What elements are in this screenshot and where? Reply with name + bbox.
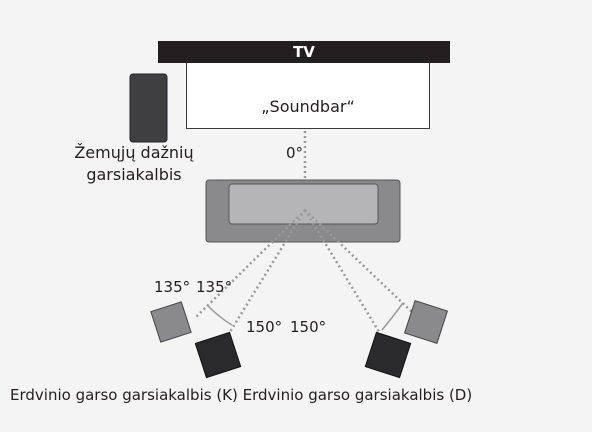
rear-right-front-speaker (403, 299, 449, 345)
soundbar-label: „Soundbar“ (261, 97, 355, 116)
subwoofer-speaker (129, 73, 168, 143)
angle-150-right-label: 150° (290, 318, 327, 336)
rear-left-back-speaker (194, 331, 242, 379)
tv-screen (186, 63, 430, 129)
sofa-seat (228, 183, 379, 225)
tv-label: TV (158, 41, 450, 63)
subwoofer-label-line2: garsiakalbis (86, 165, 182, 184)
angle-lines (195, 209, 413, 346)
angle-150-left-label: 150° (246, 318, 283, 336)
rear-left-front-speaker (150, 301, 192, 343)
caption: Erdvinio garso garsiakalbis (K) Erdvinio… (10, 386, 585, 404)
angle-135-left-label: 135° (154, 278, 191, 296)
caption-right: Erdvinio garso garsiakalbis (D) (242, 386, 473, 404)
angle-0-label: 0° (286, 144, 304, 162)
subwoofer-label-line1: Žemųjų dažnių (74, 143, 194, 162)
rear-right-back-speaker (364, 331, 412, 379)
subwoofer-label: Žemųjų dažnių garsiakalbis (56, 142, 212, 186)
angle-135-right-label: 135° (196, 278, 233, 296)
caption-left: Erdvinio garso garsiakalbis (K) (10, 386, 238, 404)
angle-arcs (206, 302, 404, 331)
